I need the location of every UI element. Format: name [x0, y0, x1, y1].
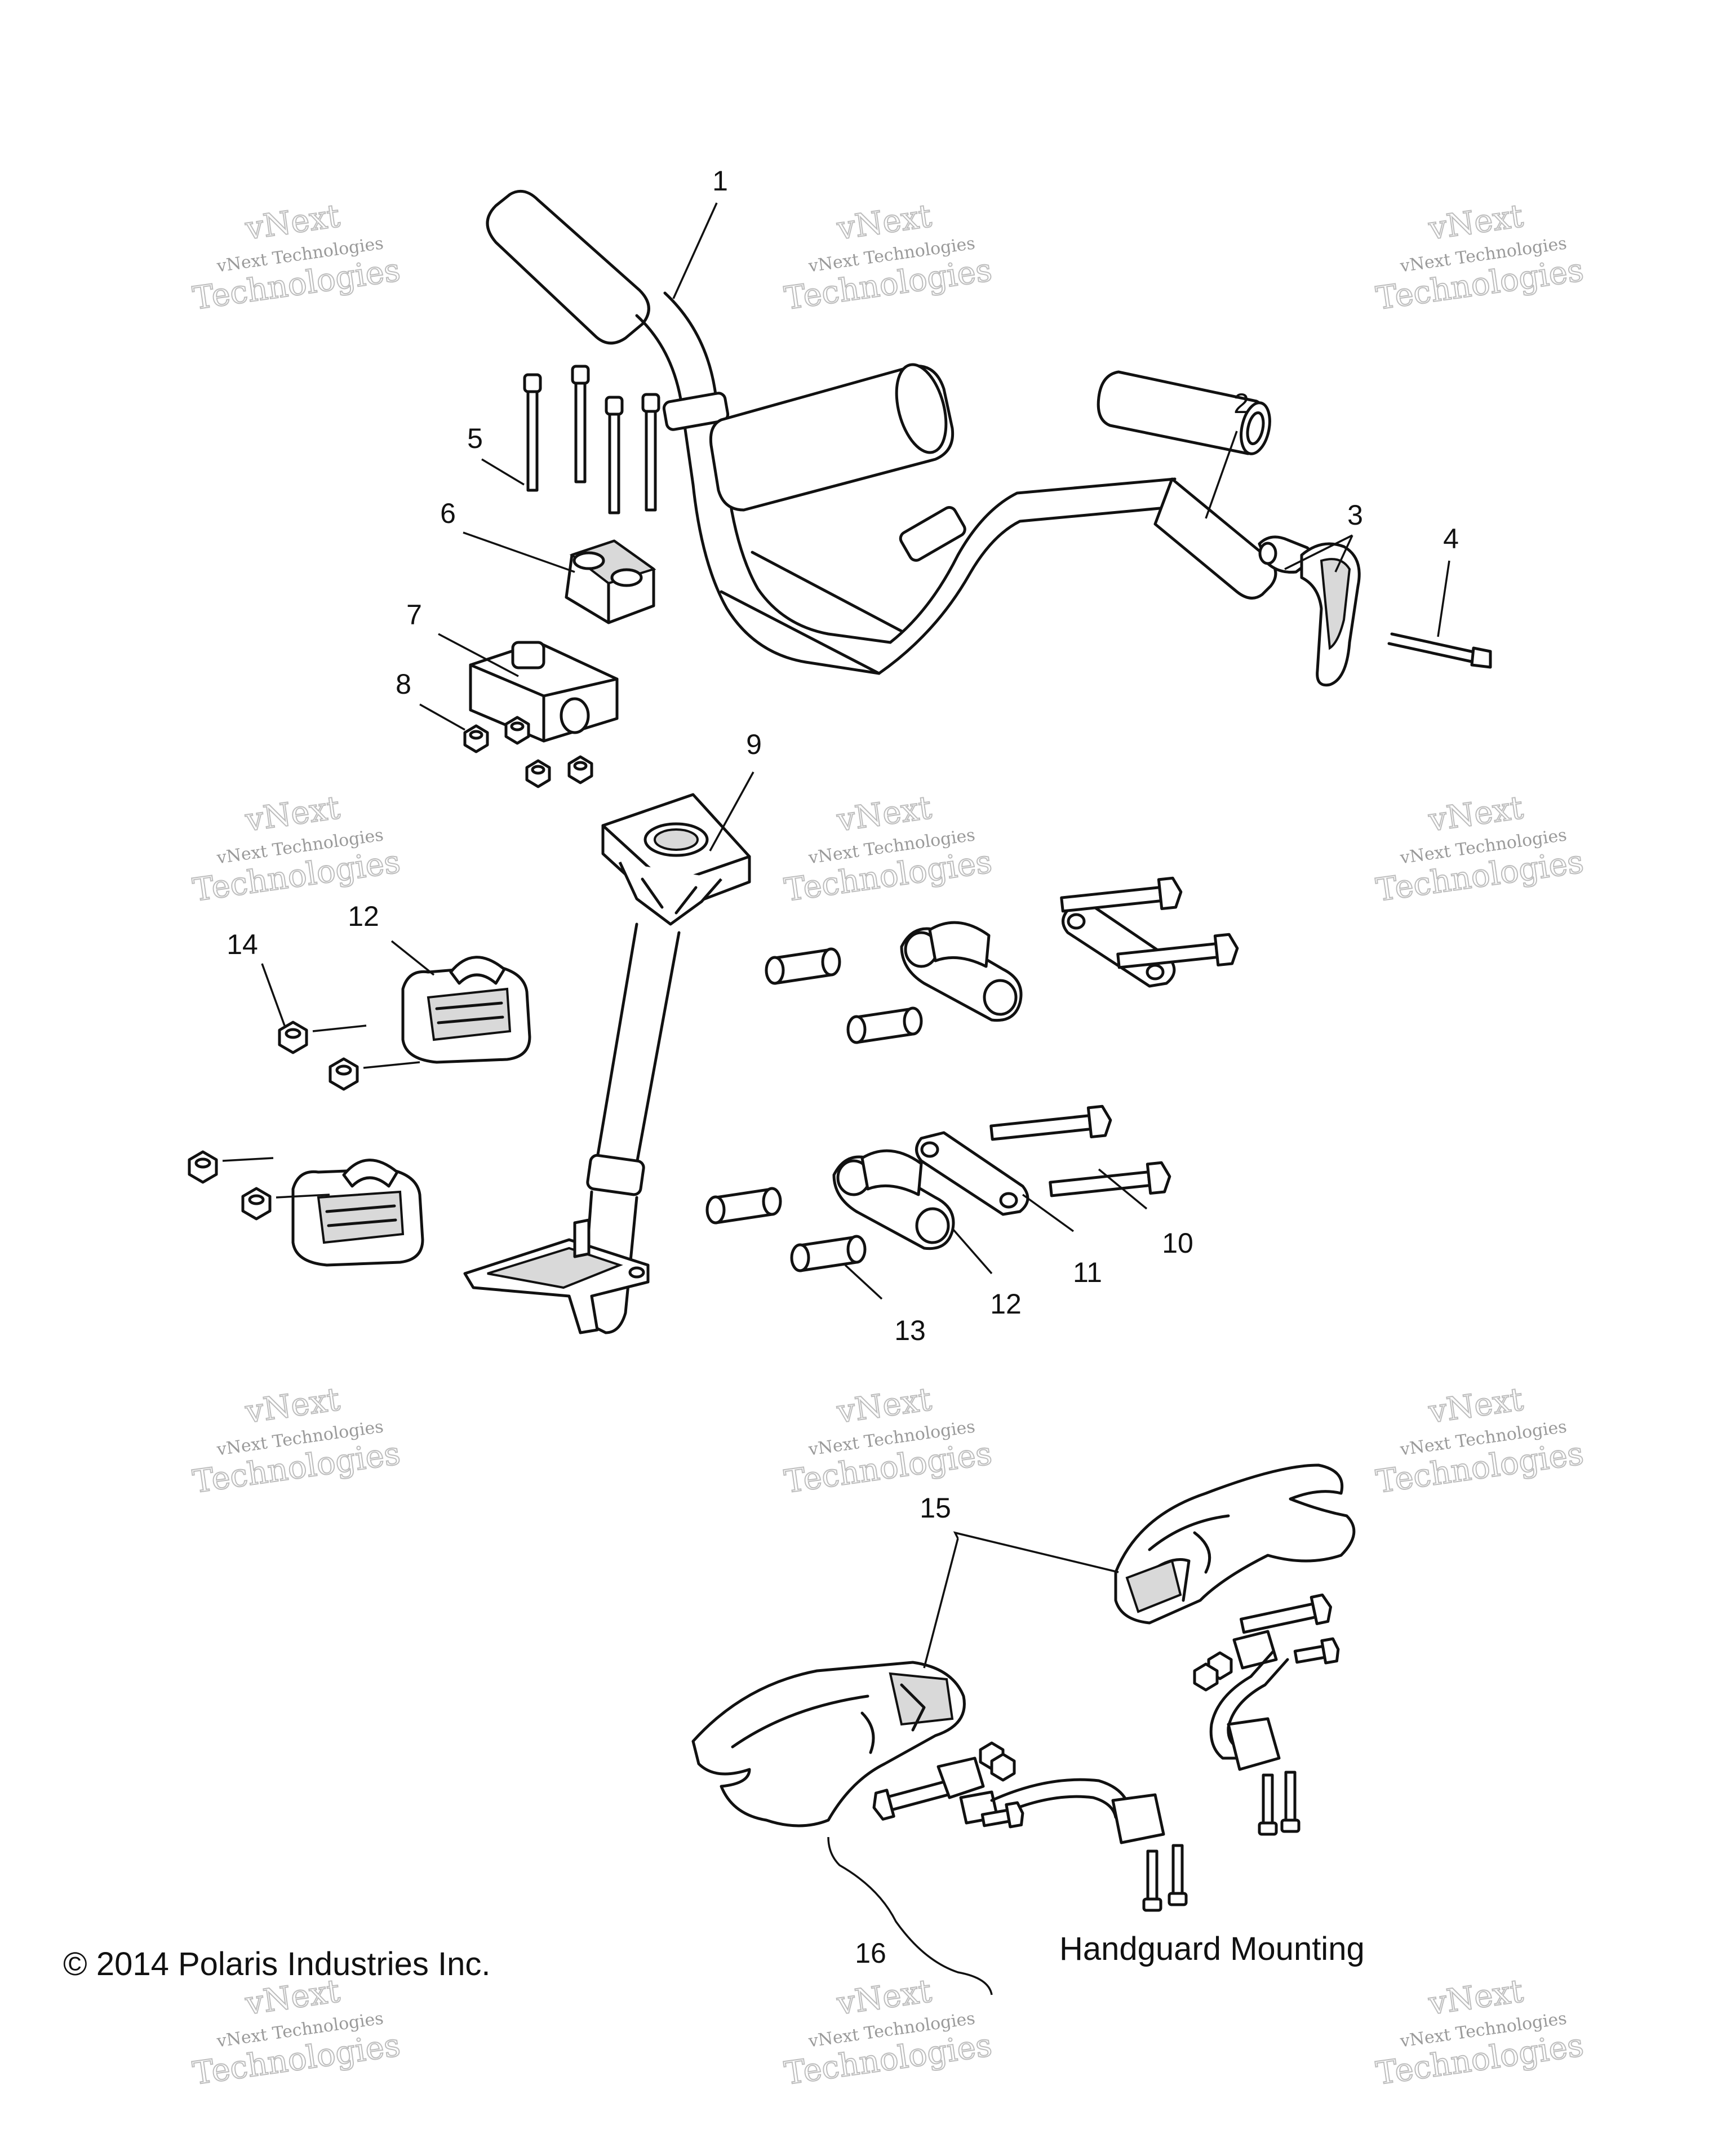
- handguard-right: [1114, 1463, 1356, 1836]
- upper-riser-group: [765, 876, 1239, 1044]
- watermark: vNext vNext Technologies Technologies: [190, 789, 403, 910]
- callout-3: 3: [1347, 499, 1363, 531]
- watermark: vNext vNext Technologies Technologies: [782, 1381, 995, 1501]
- callout-15: 15: [920, 1492, 951, 1524]
- watermark: vNext vNext Technologies Technologies: [1373, 197, 1586, 318]
- svg-text:vNext: vNext: [243, 1381, 343, 1431]
- callout-labels: 1 2 3 4 5 6 7 8 9 10 11 12 12 13 14 15 1…: [227, 165, 1459, 1969]
- callout-12: 12: [990, 1288, 1022, 1320]
- lever-bolt: [1387, 632, 1492, 669]
- svg-text:vNext: vNext: [1426, 789, 1526, 839]
- lower-riser-group: [705, 1104, 1171, 1272]
- callout-12: 12: [348, 900, 379, 932]
- watermark: vNext vNext Technologies Technologies: [782, 197, 995, 318]
- callout-9: 9: [746, 729, 762, 760]
- clamp-nuts: [463, 716, 593, 788]
- section-label: Handguard Mounting: [1059, 1931, 1365, 1967]
- callout-11: 11: [1073, 1257, 1102, 1288]
- svg-text:vNext: vNext: [835, 198, 934, 247]
- svg-text:vNext: vNext: [243, 789, 343, 839]
- callout-6: 6: [440, 498, 456, 529]
- lower-clamp: [469, 641, 619, 743]
- bracket-16: [827, 1836, 993, 1995]
- watermark: vNext vNext Technologies Technologies: [1373, 1972, 1586, 2093]
- copyright-text: © 2014 Polaris Industries Inc.: [63, 1946, 490, 1982]
- throttle-lever: [1258, 535, 1361, 687]
- svg-text:vNext: vNext: [835, 1973, 934, 2022]
- callout-8: 8: [396, 668, 411, 700]
- callout-7: 7: [406, 599, 422, 631]
- watermark: vNext vNext Technologies Technologies: [782, 789, 995, 910]
- watermark: vNext vNext Technologies Technologies: [190, 1972, 403, 2093]
- callout-2: 2: [1233, 388, 1249, 419]
- svg-text:vNext: vNext: [243, 198, 343, 247]
- clamp-bolts: [523, 365, 660, 514]
- steering-post: [463, 793, 751, 1334]
- upper-clamp: [565, 539, 656, 624]
- handlebar: [486, 189, 1277, 675]
- watermark: vNext vNext Technologies Technologies: [190, 197, 403, 318]
- grip: [1097, 370, 1271, 455]
- callout-13: 13: [894, 1315, 926, 1346]
- callout-4: 4: [1443, 523, 1459, 554]
- watermark: vNext vNext Technologies Technologies: [1373, 1381, 1586, 1501]
- callout-10: 10: [1162, 1227, 1193, 1259]
- leader-lines: [261, 202, 1450, 1669]
- watermark: vNext vNext Technologies Technologies: [782, 1972, 995, 2093]
- watermark: vNext vNext Technologies Technologies: [190, 1381, 403, 1501]
- watermark: vNext vNext Technologies Technologies: [1373, 789, 1586, 910]
- callout-16: 16: [855, 1937, 886, 1969]
- svg-text:vNext: vNext: [1426, 198, 1526, 247]
- left-riser-clamps: [188, 956, 531, 1267]
- svg-text:vNext: vNext: [1426, 1973, 1526, 2022]
- handguard-left: [691, 1661, 1188, 1912]
- svg-text:vNext: vNext: [835, 789, 934, 839]
- svg-text:vNext: vNext: [835, 1381, 934, 1431]
- callout-1: 1: [712, 165, 728, 197]
- callout-5: 5: [467, 423, 483, 454]
- svg-text:vNext: vNext: [1426, 1381, 1526, 1431]
- callout-14: 14: [227, 929, 258, 960]
